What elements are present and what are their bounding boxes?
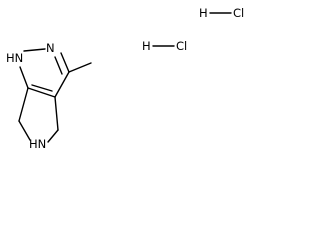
bond-c3-methyl	[68, 62, 92, 73]
bond-c4-c3a	[54, 96, 59, 131]
bond-n2-c3	[60, 52, 70, 73]
bond-c6-n5	[18, 120, 31, 141]
hcl-2-cl-label: Cl	[176, 39, 187, 53]
chemical-structure: HN N HN H Cl H Cl	[6, 6, 244, 151]
bond-c3a-c6a	[27, 87, 56, 98]
bond-c3a-c6a-inner	[31, 84, 53, 92]
bond-c6a-n1	[19, 66, 29, 89]
atom-label-nh-pyrroline: HN	[29, 137, 46, 151]
hcl-1-cl-label: Cl	[233, 6, 244, 20]
bond-n5-c4	[47, 129, 59, 143]
bond-c3-c3a	[54, 71, 70, 98]
bond-c6a-c6	[18, 87, 29, 122]
hcl-2-h-label: H	[142, 39, 151, 53]
bond-n2-c3-inner	[54, 56, 63, 75]
atom-label-nh-pyrazole: HN	[6, 51, 23, 65]
hcl-1-h-label: H	[199, 6, 208, 20]
atom-label-n-pyrazole: N	[46, 41, 55, 55]
bond-n1-n2	[23, 48, 46, 52]
